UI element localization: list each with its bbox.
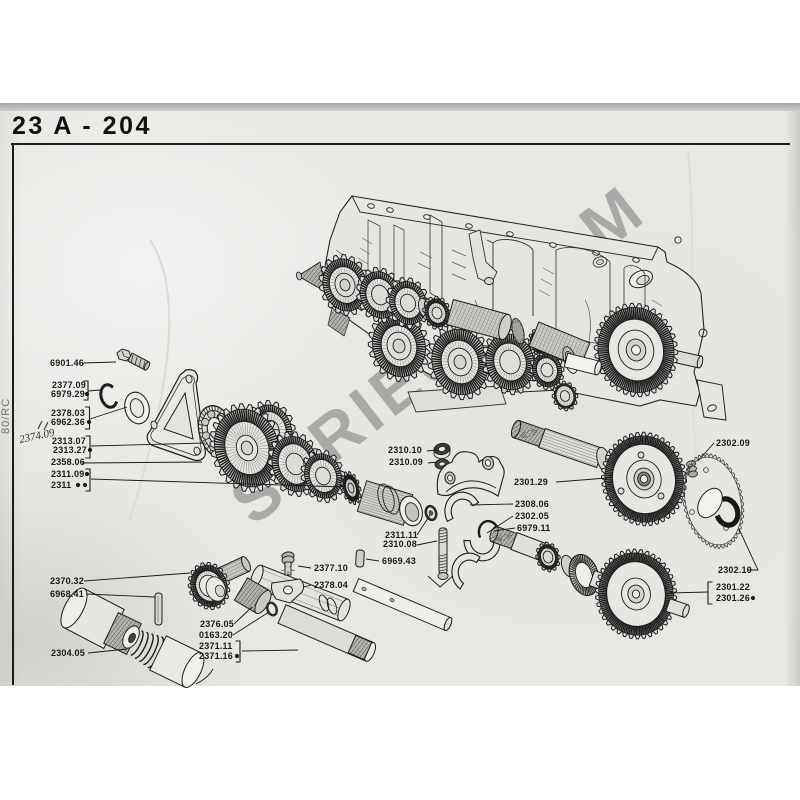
svg-text:2311.11: 2311.11 xyxy=(385,530,418,540)
svg-text:2302.10: 2302.10 xyxy=(718,565,752,575)
svg-text:6968.41: 6968.41 xyxy=(50,589,84,599)
svg-text:2376.05: 2376.05 xyxy=(200,619,234,629)
svg-text:6979.11: 6979.11 xyxy=(517,523,550,533)
svg-text:2378.04: 2378.04 xyxy=(314,580,348,590)
svg-text:6969.43: 6969.43 xyxy=(382,556,416,566)
svg-text:80/RC: 80/RC xyxy=(0,398,12,434)
svg-text:2308.06: 2308.06 xyxy=(515,499,549,509)
svg-text:2371.11: 2371.11 xyxy=(199,641,232,651)
svg-text:2302.05: 2302.05 xyxy=(515,511,549,521)
svg-text:2313.07: 2313.07 xyxy=(52,436,86,446)
svg-text:2311: 2311 xyxy=(51,480,71,490)
svg-text:2310.08: 2310.08 xyxy=(383,539,417,549)
svg-text:6979.29: 6979.29 xyxy=(51,389,85,399)
svg-text:0163.20: 0163.20 xyxy=(199,630,233,640)
svg-text:6962.36: 6962.36 xyxy=(51,417,85,427)
svg-text:2377.10: 2377.10 xyxy=(314,563,348,573)
svg-text:2301.22: 2301.22 xyxy=(716,582,750,592)
svg-text:2371.16: 2371.16 xyxy=(199,651,233,661)
svg-text:6901.46: 6901.46 xyxy=(50,358,84,368)
svg-text:2377.09: 2377.09 xyxy=(52,380,86,390)
svg-text:2301.29: 2301.29 xyxy=(514,477,548,487)
svg-text:2310.09: 2310.09 xyxy=(389,457,423,467)
svg-text:2370.32: 2370.32 xyxy=(50,576,84,586)
svg-text:2301.26: 2301.26 xyxy=(716,593,750,603)
svg-text:2302.09: 2302.09 xyxy=(716,438,750,448)
svg-text:2313.27: 2313.27 xyxy=(53,445,87,455)
svg-text:2374.09: 2374.09 xyxy=(18,427,56,446)
svg-text:2378.03: 2378.03 xyxy=(51,408,85,418)
svg-text:2311.09: 2311.09 xyxy=(51,469,84,479)
svg-text:2358.06: 2358.06 xyxy=(51,457,85,467)
svg-text:2304.05: 2304.05 xyxy=(51,648,85,658)
svg-text:2310.10: 2310.10 xyxy=(388,445,422,455)
